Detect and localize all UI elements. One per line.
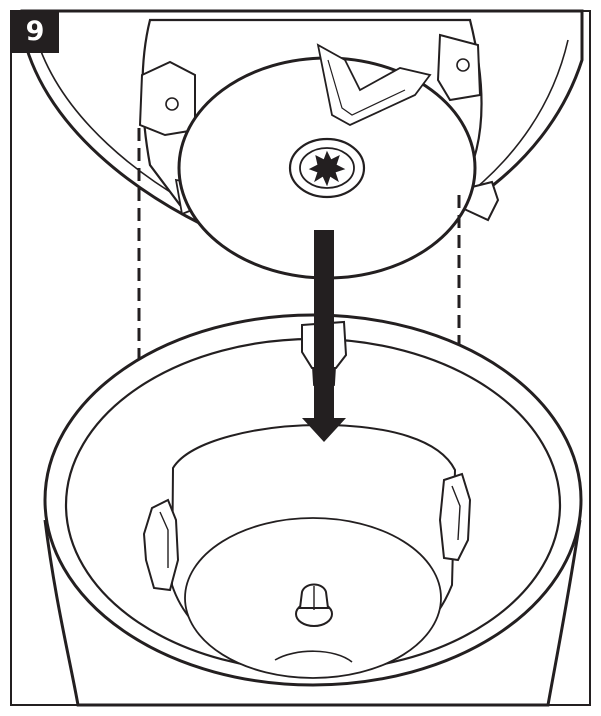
down-arrow-head (302, 418, 346, 442)
drive-coupling-star (308, 150, 346, 187)
clip-left-inner (159, 511, 169, 568)
inner-cup-floor-arc (274, 650, 353, 663)
down-arrow-icon (302, 230, 346, 442)
clip-right (438, 472, 472, 562)
clip-right-inner (451, 485, 461, 541)
step-number-badge: 9 (11, 11, 59, 53)
down-arrow-shaft (314, 230, 334, 420)
collar-tab-left (138, 60, 196, 137)
blade-edge (316, 43, 432, 127)
collar-tab-left-hole (165, 97, 179, 111)
clip-left (142, 498, 180, 592)
collar-tab-right-hole (456, 58, 470, 72)
blade-edge-inner (327, 59, 406, 116)
